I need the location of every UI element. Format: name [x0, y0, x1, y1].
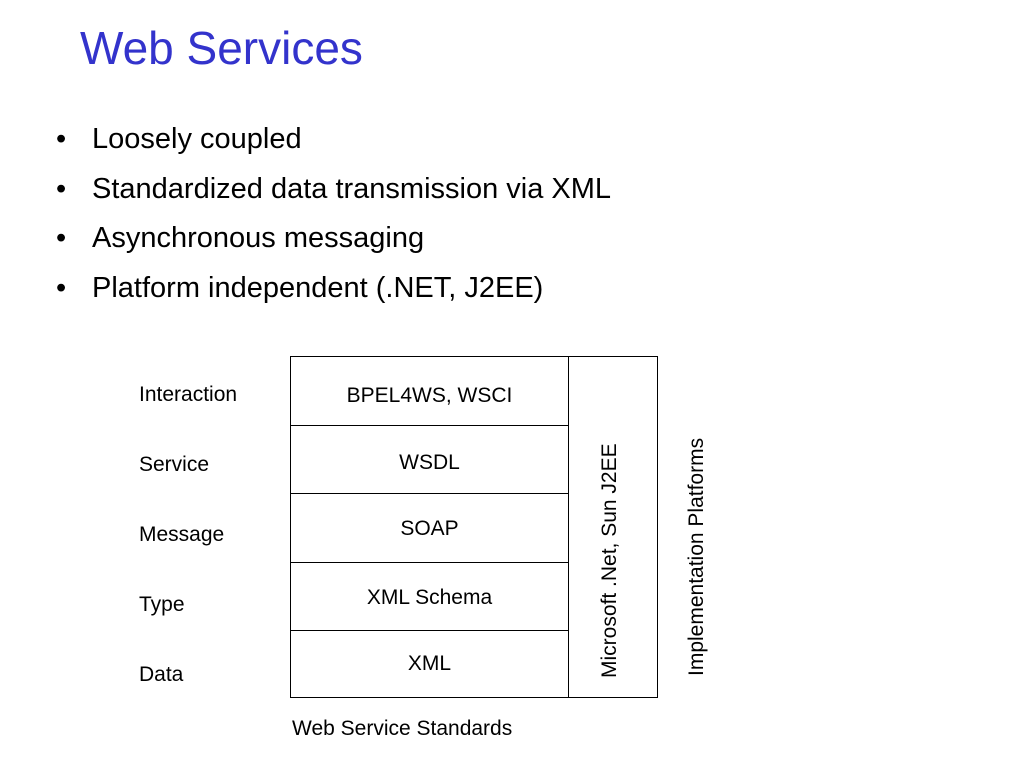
bullet-item: • Loosely coupled	[56, 115, 611, 165]
bullet-dot: •	[56, 172, 67, 205]
standard-xml: XML	[407, 652, 452, 675]
bullet-item: • Asynchronous messaging	[56, 214, 611, 264]
bullet-text: Platform independent (.NET, J2EE)	[92, 271, 544, 304]
standard-xml-schema: XML Schema	[366, 586, 493, 609]
bullet-list: • Loosely coupled • Standardized data tr…	[56, 115, 611, 313]
layer-label-data: Data	[139, 663, 184, 686]
bullet-item: • Standardized data transmission via XML	[56, 165, 611, 215]
bullet-text: Standardized data transmission via XML	[92, 172, 612, 205]
standard-soap: SOAP	[400, 517, 459, 540]
slide-title: Web Services	[80, 22, 363, 74]
layer-label-service: Service	[139, 453, 210, 476]
implementation-platforms-label: Implementation Platforms	[685, 437, 708, 676]
bullet-text: Asynchronous messaging	[92, 222, 425, 254]
stack-divider	[291, 425, 568, 426]
layer-label-message: Message	[139, 523, 225, 546]
standard-bpel4ws-wsci: BPEL4WS, WSCI	[346, 384, 513, 407]
platforms-box: Microsoft .Net, Sun J2EE	[568, 356, 658, 698]
standard-wsdl: WSDL	[399, 451, 460, 474]
bullet-dot: •	[56, 222, 67, 254]
platforms-box-text: Microsoft .Net, Sun J2EE	[598, 443, 621, 678]
diagram-caption: Web Service Standards	[292, 717, 513, 740]
stack-divider	[291, 562, 568, 563]
bullet-dot: •	[56, 271, 67, 304]
stack-divider	[291, 493, 568, 494]
layer-label-type: Type	[139, 593, 185, 616]
bullet-item: • Platform independent (.NET, J2EE)	[56, 264, 611, 314]
stack-divider	[291, 630, 568, 631]
bullet-text: Loosely coupled	[92, 123, 302, 155]
standards-stack: BPEL4WS, WSCI WSDL SOAP XML Schema XML	[290, 356, 569, 698]
bullet-dot: •	[56, 123, 67, 155]
layer-label-interaction: Interaction	[139, 383, 238, 406]
